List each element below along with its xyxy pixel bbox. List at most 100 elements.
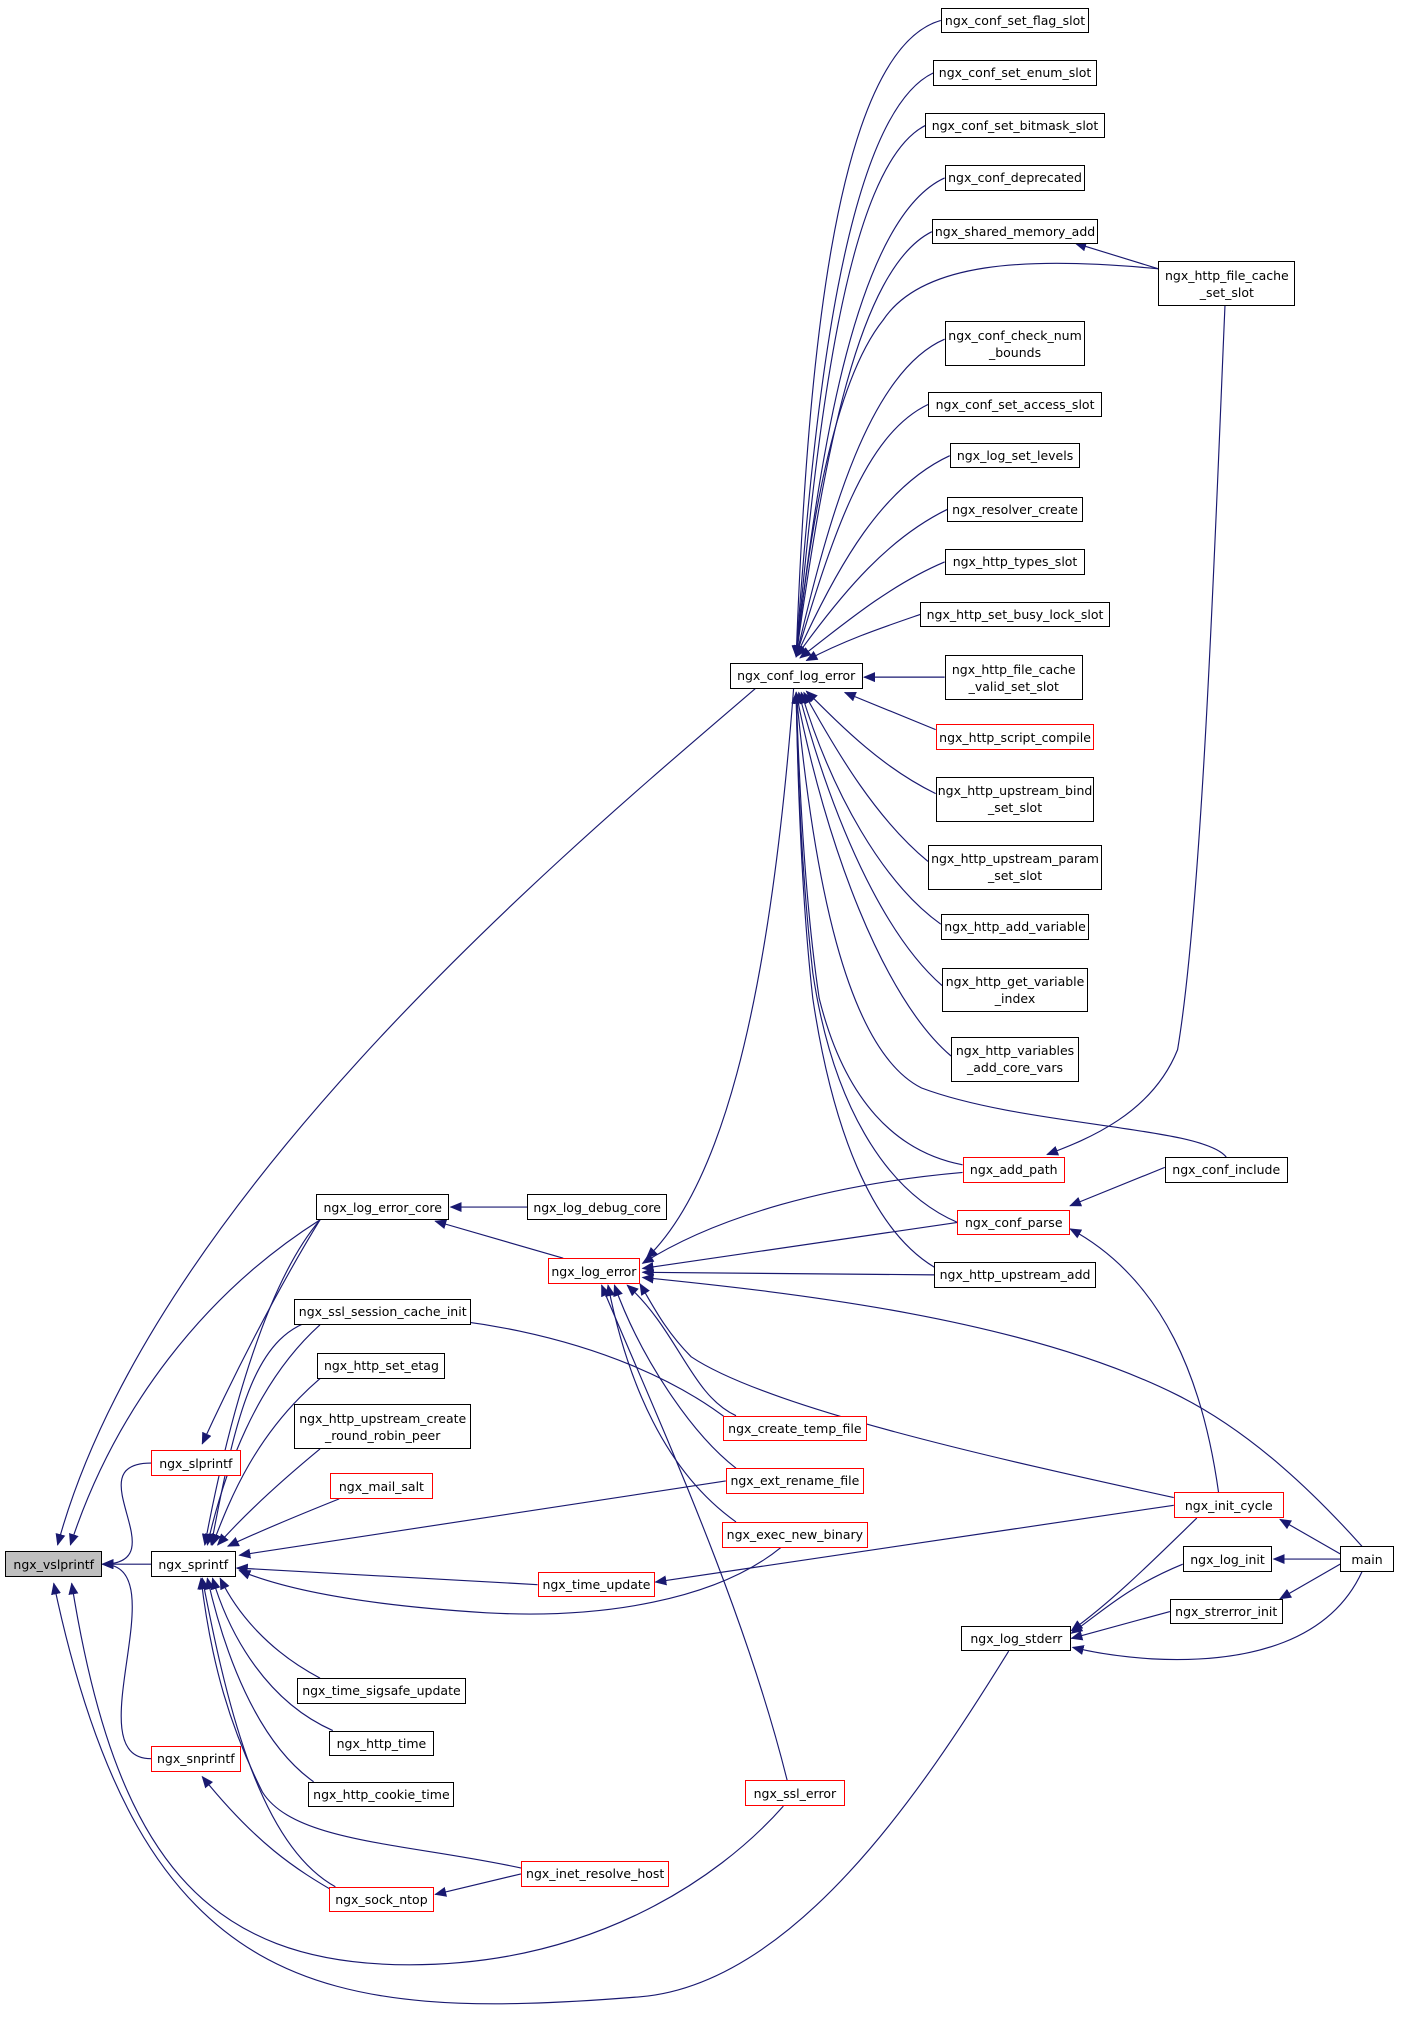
- edge-ngx-mail-salt-to-ngx-sprintf: [226, 1498, 340, 1547]
- node-ngx-conf-set-flag-slot[interactable]: ngx_conf_set_flag_slot: [940, 7, 1090, 34]
- node-ngx-sprintf[interactable]: ngx_sprintf: [151, 1551, 236, 1577]
- node-ngx-slprintf[interactable]: ngx_slprintf: [151, 1450, 241, 1476]
- edge-ngx-http-upstream-add-to-ngx-conf-log-error: [791, 691, 935, 1268]
- edge-ngx-http-file-cache-set-slot-to-ngx-add-path: [1046, 305, 1226, 1156]
- edge-ngx-log-error-to-ngx-log-error-core: [434, 1219, 564, 1259]
- node-ngx-http-upstream-param-set-slot[interactable]: ngx_http_upstream_param _set_slot: [928, 844, 1103, 890]
- node-ngx-http-get-variable-index[interactable]: ngx_http_get_variable _index: [942, 967, 1088, 1013]
- edge-ngx-log-error-core-to-ngx-slprintf: [201, 1219, 321, 1445]
- node-ngx-ext-rename-file[interactable]: ngx_ext_rename_file: [725, 1468, 864, 1494]
- node-ngx-http-file-cache-set-slot[interactable]: ngx_http_file_cache _set_slot: [1158, 261, 1296, 306]
- node-ngx-http-file-cache-valid-set-slot[interactable]: ngx_http_file_cache _valid_set_slot: [944, 655, 1083, 701]
- edge-ngx-log-init-to-ngx-log-stderr: [1070, 1563, 1183, 1634]
- edge-ngx-add-path-to-ngx-log-error: [641, 1171, 963, 1264]
- edge-main-to-ngx-strerror-init: [1279, 1563, 1341, 1600]
- edge-ngx-http-upstream-create-round-robin-peer-to-ngx-sprintf: [216, 1448, 321, 1546]
- node-ngx-log-error[interactable]: ngx_log_error: [547, 1258, 640, 1284]
- node-main[interactable]: main: [1340, 1546, 1394, 1572]
- edge-main-to-ngx-init-cycle: [1279, 1518, 1341, 1555]
- node-ngx-http-upstream-create-round-robin-peer[interactable]: ngx_http_upstream_create _round_robin_pe…: [294, 1404, 472, 1449]
- node-ngx-http-set-etag[interactable]: ngx_http_set_etag: [317, 1352, 446, 1379]
- node-ngx-conf-deprecated[interactable]: ngx_conf_deprecated: [944, 165, 1086, 191]
- node-ngx-http-cookie-time[interactable]: ngx_http_cookie_time: [308, 1781, 455, 1808]
- node-ngx-log-stderr[interactable]: ngx_log_stderr: [961, 1625, 1072, 1652]
- edge-ngx-time-sigsafe-update-to-ngx-sprintf: [219, 1577, 321, 1679]
- node-ngx-sock-ntop[interactable]: ngx_sock_ntop: [328, 1886, 434, 1913]
- edge-ngx-resolver-create-to-ngx-conf-log-error: [795, 508, 948, 658]
- node-ngx-http-script-compile[interactable]: ngx_http_script_compile: [935, 724, 1095, 751]
- edge-ngx-http-set-busy-lock-slot-to-ngx-conf-log-error: [805, 613, 921, 661]
- edge-ngx-log-stderr-to-ngx-vslprintf: [51, 1582, 1010, 2005]
- node-ngx-time-update[interactable]: ngx_time_update: [537, 1571, 656, 1598]
- node-ngx-snprintf[interactable]: ngx_snprintf: [151, 1745, 241, 1772]
- edge-ngx-conf-set-enum-slot-to-ngx-conf-log-error: [791, 72, 934, 658]
- node-ngx-conf-set-enum-slot[interactable]: ngx_conf_set_enum_slot: [933, 60, 1097, 86]
- node-ngx-time-sigsafe-update[interactable]: ngx_time_sigsafe_update: [296, 1678, 466, 1704]
- edge-ngx-http-variables-add-core-vars-to-ngx-conf-log-error: [793, 691, 952, 1057]
- node-ngx-ssl-session-cache-init[interactable]: ngx_ssl_session_cache_init: [294, 1299, 472, 1325]
- node-ngx-vslprintf[interactable]: ngx_vslprintf: [5, 1551, 103, 1577]
- node-ngx-strerror-init[interactable]: ngx_strerror_init: [1169, 1598, 1283, 1625]
- node-ngx-ssl-error[interactable]: ngx_ssl_error: [744, 1780, 845, 1807]
- node-ngx-inet-resolve-host[interactable]: ngx_inet_resolve_host: [520, 1861, 670, 1887]
- node-ngx-http-add-variable[interactable]: ngx_http_add_variable: [940, 913, 1090, 940]
- node-ngx-mail-salt[interactable]: ngx_mail_salt: [330, 1473, 433, 1499]
- edge-ngx-shared-memory-add-to-ngx-conf-log-error: [792, 231, 933, 658]
- edge-ngx-http-file-cache-set-slot-to-ngx-conf-log-error: [792, 262, 1159, 658]
- edge-ngx-conf-check-num-bounds-to-ngx-conf-log-error: [793, 338, 945, 658]
- node-ngx-http-types-slot[interactable]: ngx_http_types_slot: [944, 549, 1086, 575]
- edge-ngx-http-types-slot-to-ngx-conf-log-error: [799, 561, 945, 659]
- edge-ngx-conf-include-to-ngx-conf-parse: [1069, 1166, 1166, 1207]
- node-ngx-http-upstream-bind-set-slot[interactable]: ngx_http_upstream_bind _set_slot: [935, 776, 1095, 822]
- edge-ngx-inet-resolve-host-to-ngx-sock-ntop: [434, 1873, 522, 1897]
- edge-main-to-ngx-log-stderr: [1071, 1571, 1363, 1661]
- edge-ngx-exec-new-binary-to-ngx-sprintf: [238, 1547, 782, 1615]
- edge-ngx-http-file-cache-set-slot-to-ngx-shared-memory-add: [1074, 241, 1159, 270]
- node-ngx-http-time[interactable]: ngx_http_time: [328, 1730, 434, 1757]
- node-ngx-init-cycle[interactable]: ngx_init_cycle: [1173, 1492, 1284, 1519]
- node-ngx-add-path[interactable]: ngx_add_path: [962, 1157, 1065, 1183]
- node-ngx-http-upstream-add[interactable]: ngx_http_upstream_add: [934, 1262, 1096, 1288]
- edge-main-to-ngx-log-error: [641, 1273, 1363, 1547]
- node-ngx-conf-set-access-slot[interactable]: ngx_conf_set_access_slot: [928, 391, 1103, 418]
- edge-ngx-log-error-core-to-ngx-vslprintf: [69, 1219, 321, 1546]
- edge-ngx-conf-log-error-to-ngx-vslprintf: [55, 688, 756, 1546]
- edge-ngx-log-error-core-to-ngx-sprintf: [201, 1219, 321, 1546]
- edge-ngx-log-set-levels-to-ngx-conf-log-error: [795, 455, 951, 658]
- edge-ngx-sock-ntop-to-ngx-snprintf: [201, 1775, 340, 1895]
- node-ngx-http-variables-add-core-vars[interactable]: ngx_http_variables _add_core_vars: [951, 1036, 1080, 1082]
- edge-ngx-http-cookie-time-to-ngx-sprintf: [204, 1577, 314, 1783]
- node-ngx-conf-include[interactable]: ngx_conf_include: [1164, 1157, 1288, 1183]
- node-ngx-log-init[interactable]: ngx_log_init: [1182, 1546, 1273, 1572]
- node-ngx-http-set-busy-lock-slot[interactable]: ngx_http_set_busy_lock_slot: [920, 601, 1110, 628]
- edge-ngx-conf-parse-to-ngx-conf-log-error: [791, 691, 958, 1223]
- node-ngx-log-error-core[interactable]: ngx_log_error_core: [316, 1194, 450, 1220]
- node-ngx-exec-new-binary[interactable]: ngx_exec_new_binary: [721, 1521, 868, 1548]
- node-ngx-create-temp-file[interactable]: ngx_create_temp_file: [723, 1415, 867, 1442]
- edge-ngx-init-cycle-to-ngx-log-stderr: [1070, 1517, 1198, 1632]
- edge-ngx-slprintf-to-ngx-vslprintf: [101, 1462, 152, 1570]
- edge-ngx-ssl-session-cache-init-to-ngx-sprintf: [204, 1324, 321, 1546]
- edge-ngx-ssl-error-to-ngx-log-error: [601, 1284, 788, 1781]
- node-ngx-conf-log-error[interactable]: ngx_conf_log_error: [729, 663, 863, 689]
- node-ngx-shared-memory-add[interactable]: ngx_shared_memory_add: [931, 218, 1099, 245]
- node-ngx-conf-parse[interactable]: ngx_conf_parse: [957, 1209, 1071, 1236]
- edge-ngx-conf-log-error-to-ngx-log-error: [645, 688, 795, 1259]
- edge-ngx-init-cycle-to-ngx-log-error: [639, 1282, 1174, 1499]
- edge-ngx-ssl-error-to-ngx-vslprintf: [68, 1582, 784, 1966]
- node-ngx-conf-set-bitmask-slot[interactable]: ngx_conf_set_bitmask_slot: [925, 112, 1105, 139]
- edge-ngx-conf-include-to-ngx-conf-log-error: [792, 691, 1227, 1158]
- edge-ngx-http-script-compile-to-ngx-conf-log-error: [843, 691, 936, 731]
- edge-ngx-conf-set-bitmask-slot-to-ngx-conf-log-error: [792, 124, 926, 658]
- node-ngx-log-set-levels[interactable]: ngx_log_set_levels: [949, 442, 1081, 469]
- edge-ngx-http-upstream-bind-set-slot-to-ngx-conf-log-error: [805, 690, 936, 795]
- edge-ngx-http-upstream-add-to-ngx-log-error: [641, 1267, 935, 1278]
- edge-ngx-http-upstream-param-set-slot-to-ngx-conf-log-error: [803, 691, 929, 862]
- node-ngx-log-debug-core[interactable]: ngx_log_debug_core: [527, 1194, 667, 1220]
- node-ngx-conf-check-num-bounds[interactable]: ngx_conf_check_num _bounds: [944, 321, 1086, 367]
- edge-ngx-ext-rename-file-to-ngx-log-error: [613, 1284, 737, 1469]
- edge-ngx-init-cycle-to-ngx-conf-parse: [1069, 1228, 1220, 1493]
- node-ngx-resolver-create[interactable]: ngx_resolver_create: [947, 496, 1083, 523]
